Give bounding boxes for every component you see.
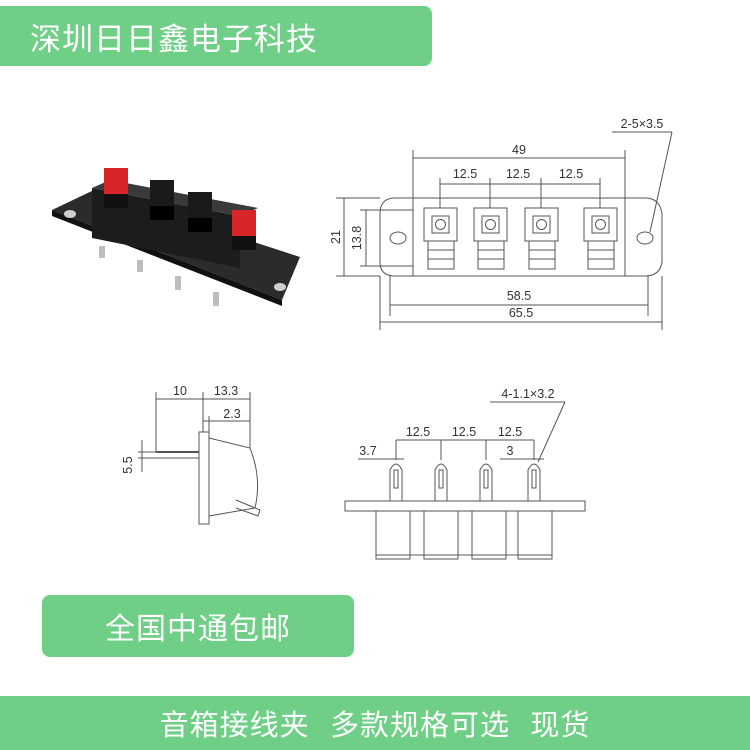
dim-pitch-2: 12.5 <box>506 167 530 181</box>
dim-terminal-span: 49 <box>512 143 526 157</box>
dim-mount-width: 58.5 <box>507 289 531 303</box>
dim-pin-spec: 4-1.1×3.2 <box>501 387 554 401</box>
shipping-banner: 全国中通包邮 <box>42 595 354 657</box>
dim-pin-offset: 3.7 <box>359 444 376 458</box>
side-view-labels: 10 13.3 2.3 5.5 <box>121 384 241 474</box>
top-view-drawing <box>336 131 673 330</box>
bottom-view-labels: 3.7 12.5 12.5 12.5 3 4-1.1×3.2 <box>359 387 554 458</box>
top-view-labels: 49 12.5 12.5 12.5 58.5 65.5 21 13.8 2-5×… <box>329 117 663 320</box>
dim-pitch-3: 12.5 <box>559 167 583 181</box>
product-photo <box>52 168 300 306</box>
side-view-drawing <box>138 392 261 525</box>
dim-pin-length: 10 <box>173 384 187 398</box>
dim-bottom-pitch-2: 12.5 <box>452 425 476 439</box>
dim-bottom-pitch-1: 12.5 <box>406 425 430 439</box>
product-text: 音箱接线夹 多款规格可选 现货 <box>159 708 591 742</box>
dim-side-height: 5.5 <box>121 456 135 473</box>
dim-bottom-pitch-3: 12.5 <box>498 425 522 439</box>
product-banner: 音箱接线夹 多款规格可选 现货 <box>0 696 750 750</box>
dim-flange: 2.3 <box>223 407 240 421</box>
dim-height: 21 <box>329 230 343 244</box>
dim-hole-spec: 2-5×3.5 <box>621 117 664 131</box>
dim-total-width: 65.5 <box>509 306 533 320</box>
shipping-text: 全国中通包邮 <box>105 612 291 647</box>
dim-inner-height: 13.8 <box>350 226 364 250</box>
dim-pin-tab: 3 <box>507 444 514 458</box>
dim-pitch-1: 12.5 <box>453 167 477 181</box>
bottom-view-drawing <box>344 401 586 560</box>
shop-name: 深圳日日鑫电子科技 <box>30 21 318 58</box>
shop-name-banner: 深圳日日鑫电子科技 <box>0 6 432 66</box>
dim-body-depth: 13.3 <box>214 384 238 398</box>
